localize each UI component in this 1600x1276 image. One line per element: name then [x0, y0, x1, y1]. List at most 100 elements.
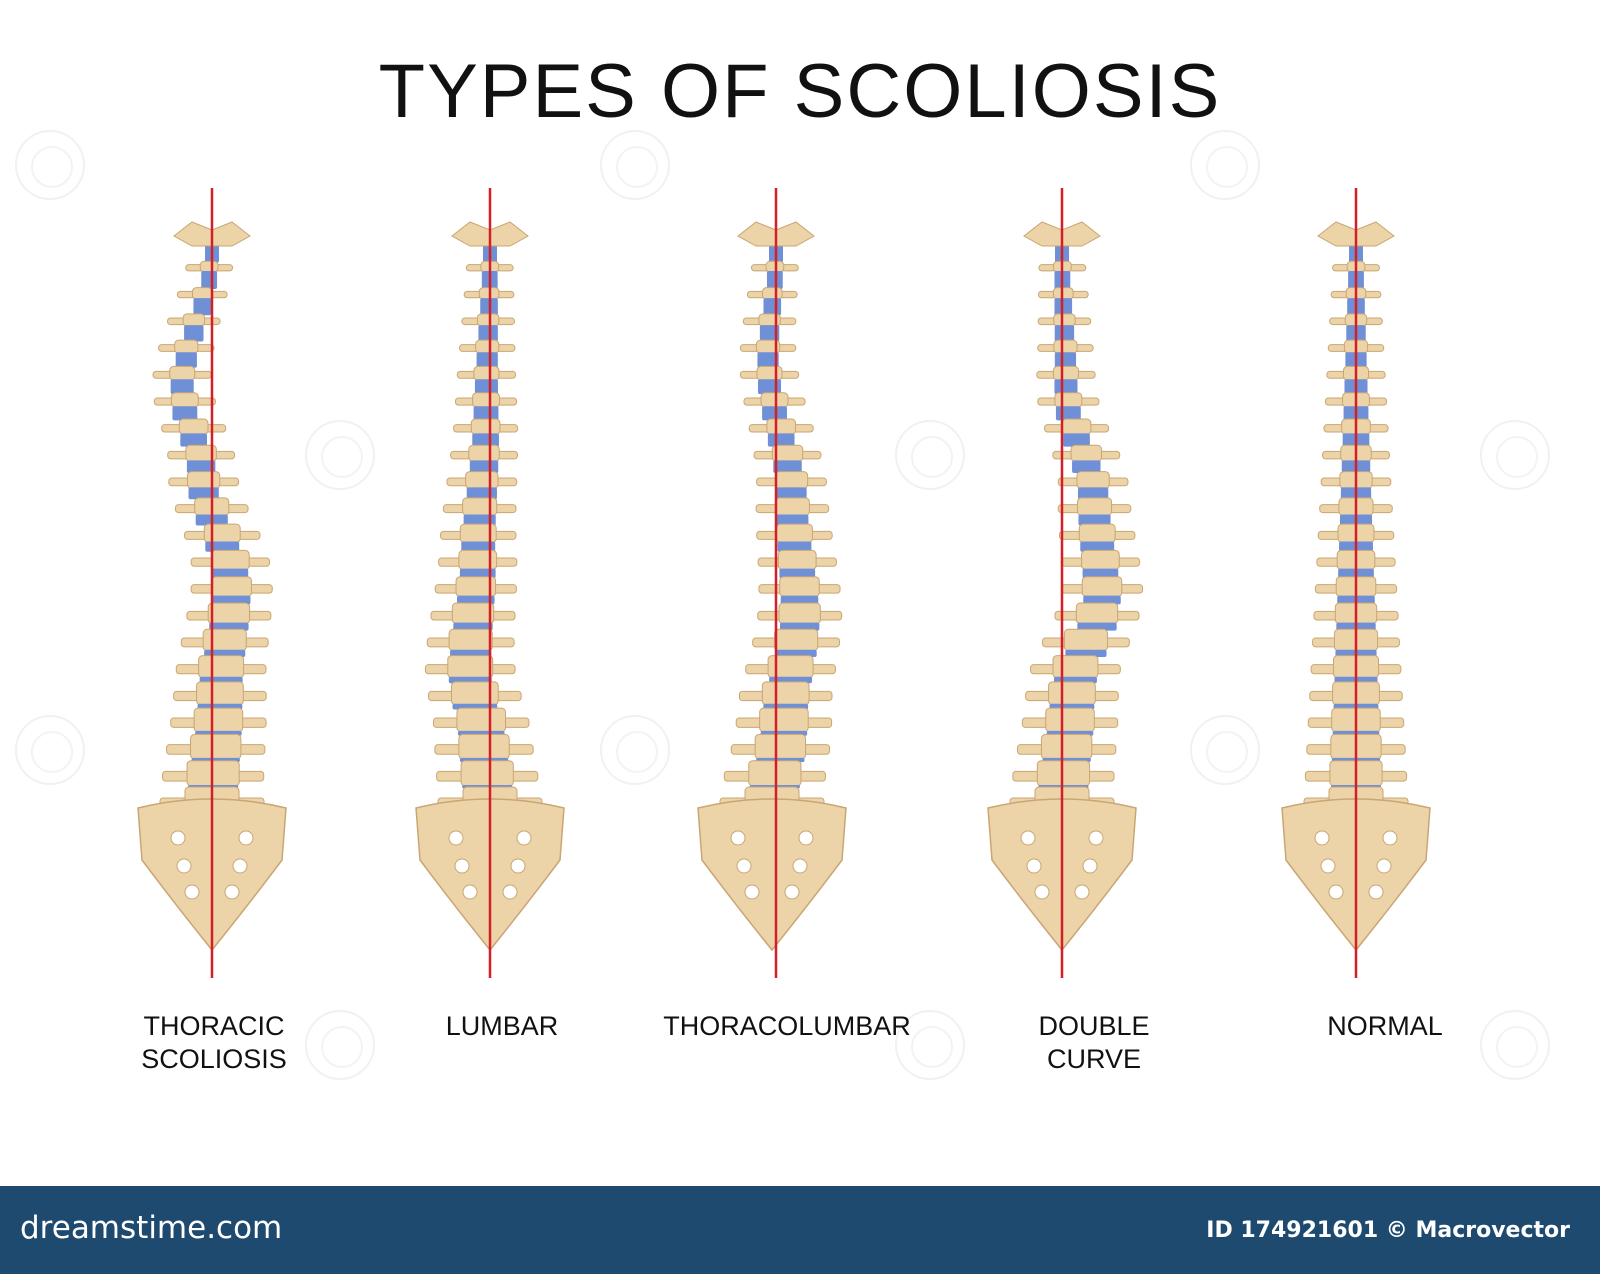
- vertebra: [456, 707, 507, 733]
- vertebra: [1063, 628, 1109, 652]
- intervertebral-disc: [453, 622, 493, 631]
- intervertebral-disc: [461, 541, 496, 552]
- vertebra: [774, 471, 809, 489]
- vertebra: [777, 549, 817, 571]
- intervertebral-disc: [459, 568, 496, 579]
- vertebra: [458, 733, 510, 760]
- vertebra: [169, 365, 196, 381]
- vertebra: [1052, 287, 1074, 300]
- vertebra: [211, 576, 252, 598]
- vertebra: [760, 392, 789, 408]
- intervertebral-disc: [473, 406, 499, 421]
- label-double-curve: DOUBLE CURVE: [1038, 1011, 1150, 1074]
- sacral-foramen: [730, 830, 746, 846]
- vertebra: [202, 628, 247, 652]
- intervertebral-disc: [472, 433, 499, 447]
- intervertebral-disc: [1077, 622, 1117, 631]
- intervertebral-disc: [780, 595, 819, 605]
- vertebra: [170, 392, 199, 408]
- vertebra: [198, 655, 245, 679]
- intervertebral-disc: [474, 379, 498, 395]
- vertebra: [475, 339, 500, 354]
- watermark-icon: [15, 715, 85, 785]
- vertebra: [1075, 602, 1119, 625]
- sacral-foramen: [510, 858, 526, 874]
- intervertebral-disc: [1054, 298, 1073, 316]
- vertebra: [472, 392, 500, 408]
- spine-normal: [1281, 188, 1431, 978]
- sacral-foramen: [1026, 858, 1042, 874]
- intervertebral-disc: [172, 406, 198, 421]
- sacral-foramen: [798, 830, 814, 846]
- vertebra: [462, 497, 498, 516]
- vertebra: [451, 602, 495, 625]
- sacral-foramen: [792, 858, 808, 874]
- spine-thoracic: [137, 188, 287, 978]
- footer-credit: ID 174921601 © Macrovector: [1206, 1218, 1570, 1243]
- intervertebral-disc: [170, 379, 194, 395]
- spine-lumbar: [415, 188, 565, 978]
- vertebra: [761, 287, 783, 300]
- sacral-foramen: [170, 830, 186, 846]
- intervertebral-disc: [1054, 325, 1075, 342]
- vertebra: [182, 313, 206, 327]
- vertebra: [761, 681, 810, 706]
- vertebra: [468, 444, 500, 462]
- label-thoracolumbar: THORACOLUMBAR: [663, 1011, 911, 1041]
- vertebra: [207, 602, 251, 625]
- vertebra: [190, 733, 242, 760]
- sacral-foramen: [1082, 858, 1098, 874]
- vertebra: [187, 471, 221, 489]
- intervertebral-disc: [184, 325, 204, 342]
- sacral-foramen: [784, 884, 800, 900]
- sacral-foramen: [1020, 830, 1036, 846]
- intervertebral-disc: [757, 352, 779, 368]
- sacral-foramen: [462, 884, 478, 900]
- watermark-icon: [600, 130, 670, 200]
- vertebra: [1048, 681, 1096, 706]
- intervertebral-disc: [773, 460, 802, 473]
- intervertebral-disc: [762, 406, 787, 421]
- intervertebral-disc: [1077, 487, 1109, 500]
- sacral-foramen: [454, 858, 470, 874]
- vertebra: [759, 707, 809, 733]
- vertebra: [754, 733, 807, 760]
- vertebra: [203, 523, 241, 544]
- vertebra: [1045, 707, 1095, 733]
- vertebra: [1040, 733, 1093, 760]
- spines-illustration: [137, 188, 1431, 978]
- sacral-foramen: [502, 884, 518, 900]
- sacral-foramen: [448, 830, 464, 846]
- intervertebral-disc: [1054, 352, 1077, 368]
- sacral-foramen: [1034, 884, 1050, 900]
- intervertebral-disc: [1063, 433, 1090, 447]
- intervertebral-disc: [205, 541, 240, 552]
- watermark-icon: [305, 1010, 375, 1080]
- vertebra: [776, 523, 813, 544]
- vertebra: [1081, 549, 1120, 571]
- intervertebral-disc: [1080, 541, 1115, 552]
- intervertebral-disc: [1054, 379, 1078, 395]
- intervertebral-disc: [212, 568, 249, 579]
- footer-bar: [0, 1186, 1600, 1274]
- intervertebral-disc: [201, 271, 218, 289]
- intervertebral-disc: [175, 352, 197, 368]
- vertebra: [447, 655, 494, 679]
- intervertebral-disc: [469, 460, 499, 473]
- sacral-foramen: [184, 884, 200, 900]
- vertebra: [465, 471, 499, 489]
- vertebra: [1070, 444, 1103, 462]
- watermark-icon: [15, 130, 85, 200]
- vertebra: [191, 287, 213, 300]
- intervertebral-disc: [457, 595, 495, 605]
- vertebra: [1052, 365, 1079, 381]
- sacral-foramen: [224, 884, 240, 900]
- intervertebral-disc: [476, 352, 498, 368]
- watermark-icon: [1190, 130, 1260, 200]
- watermark-icon: [1190, 715, 1260, 785]
- vertebra: [476, 313, 500, 327]
- intervertebral-disc: [779, 568, 816, 579]
- intervertebral-disc: [776, 487, 807, 500]
- vertebra: [199, 260, 219, 273]
- vertebra: [1036, 760, 1091, 787]
